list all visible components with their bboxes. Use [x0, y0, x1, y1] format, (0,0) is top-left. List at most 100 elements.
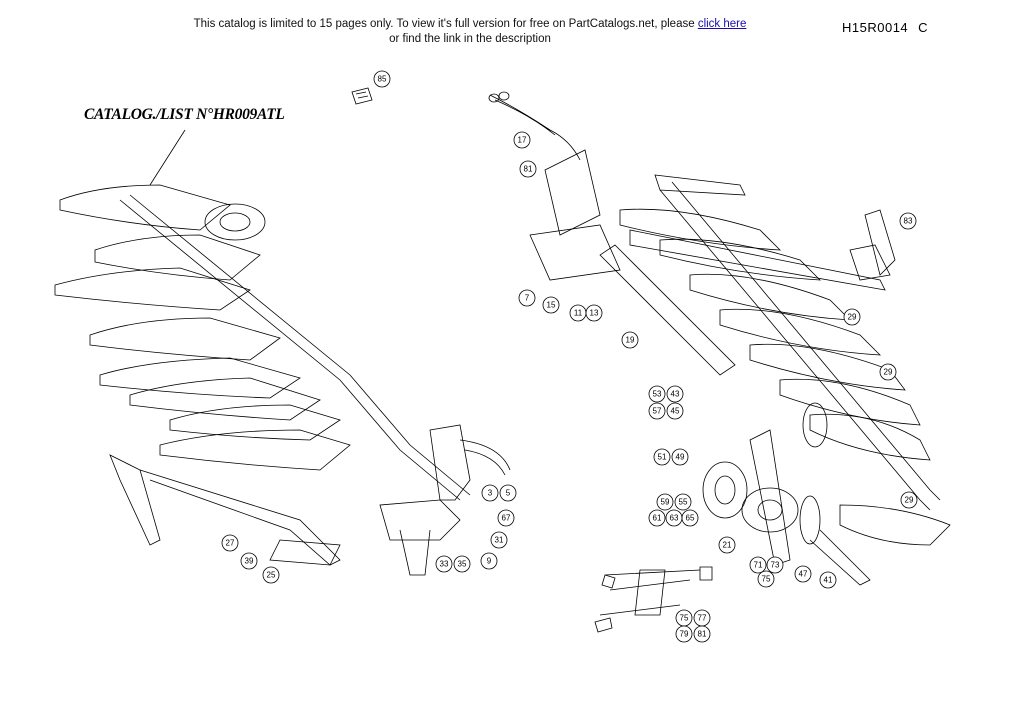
callout-29: 29 [879, 363, 897, 381]
callout-13: 13 [585, 304, 603, 322]
callout-17: 17 [513, 131, 531, 149]
callout-55: 55 [674, 493, 692, 511]
callout-label: 35 [458, 560, 467, 569]
callout-circle [693, 625, 711, 643]
callout-circle [666, 402, 684, 420]
callout-79: 79 [675, 625, 693, 643]
callout-circle [648, 509, 666, 527]
callout-circle [671, 448, 689, 466]
callout-circle [653, 448, 671, 466]
callout-53: 53 [648, 385, 666, 403]
callout-label: 83 [904, 217, 913, 226]
callout-label: 75 [680, 614, 689, 623]
left-plough-assembly [54, 184, 511, 576]
callout-label: 41 [824, 576, 833, 585]
callout-5: 5 [499, 484, 517, 502]
callout-label: 65 [686, 514, 695, 523]
callout-73: 73 [766, 556, 784, 574]
callout-75: 75 [675, 609, 693, 627]
callout-circle [621, 331, 639, 349]
callout-label: 5 [506, 489, 511, 498]
callout-label: 15 [547, 301, 556, 310]
callout-circle [373, 70, 391, 88]
callout-circle [585, 304, 603, 322]
callout-circle [900, 491, 918, 509]
notice-line-1: This catalog is limited to 15 pages only… [160, 17, 780, 32]
callout-circle [648, 385, 666, 403]
callout-83: 83 [899, 212, 917, 230]
catalog-limit-notice: This catalog is limited to 15 pages only… [160, 17, 780, 47]
callout-circle [879, 363, 897, 381]
callout-label: 3 [488, 489, 493, 498]
callout-circle [519, 160, 537, 178]
callout-label: 25 [267, 571, 276, 580]
callout-51: 51 [653, 448, 671, 466]
callout-21: 21 [718, 536, 736, 554]
callout-9: 9 [480, 552, 498, 570]
callout-circle [490, 531, 508, 549]
callout-61: 61 [648, 509, 666, 527]
callout-label: 63 [670, 514, 679, 523]
callout-circle [899, 212, 917, 230]
callout-label: 81 [524, 165, 533, 174]
callout-label: 19 [626, 336, 635, 345]
bracket-part-85 [351, 87, 373, 105]
callout-label: 11 [574, 309, 583, 318]
callout-circle [749, 556, 767, 574]
callout-29: 29 [843, 308, 861, 326]
callout-33: 33 [435, 555, 453, 573]
click-here-link[interactable]: click here [697, 18, 747, 30]
callout-29: 29 [900, 491, 918, 509]
callout-label: 9 [487, 557, 492, 566]
callout-63: 63 [665, 509, 683, 527]
callout-label: 17 [518, 136, 527, 145]
callout-circle [674, 493, 692, 511]
callout-label: 49 [676, 453, 685, 462]
callout-3: 3 [481, 484, 499, 502]
callout-label: 29 [848, 313, 857, 322]
callout-label: 29 [884, 368, 893, 377]
callout-circle [240, 552, 258, 570]
callout-47: 47 [794, 565, 812, 583]
callout-label: 85 [378, 75, 387, 84]
callout-41: 41 [819, 571, 837, 589]
callout-circle [542, 296, 560, 314]
callout-label: 31 [495, 536, 504, 545]
callout-label: 7 [525, 294, 530, 303]
callout-circle [481, 484, 499, 502]
callout-label: 57 [653, 407, 662, 416]
callout-65: 65 [681, 509, 699, 527]
callout-circle [518, 289, 536, 307]
callout-label: 73 [771, 561, 780, 570]
callout-circle [794, 565, 812, 583]
callout-circle [681, 509, 699, 527]
callout-circle [757, 570, 775, 588]
revision-letter: C [918, 20, 929, 35]
callout-circle [435, 555, 453, 573]
callout-77: 77 [693, 609, 711, 627]
callout-81: 81 [693, 625, 711, 643]
callout-7: 7 [518, 289, 536, 307]
callout-label: 55 [679, 498, 688, 507]
callout-label: 61 [653, 514, 662, 523]
callout-label: 79 [680, 630, 689, 639]
callout-25: 25 [262, 566, 280, 584]
callout-circle [513, 131, 531, 149]
callout-43: 43 [666, 385, 684, 403]
callout-circle [666, 385, 684, 403]
callout-label: 39 [245, 557, 254, 566]
callout-label: 51 [658, 453, 667, 462]
callout-label: 67 [502, 514, 511, 523]
callout-circle [656, 493, 674, 511]
callout-39: 39 [240, 552, 258, 570]
callout-27: 27 [221, 534, 239, 552]
callout-label: 75 [762, 575, 771, 584]
callout-label: 81 [698, 630, 707, 639]
callout-label: 59 [661, 498, 670, 507]
callout-circle [497, 509, 515, 527]
callout-19: 19 [621, 331, 639, 349]
callout-85: 85 [373, 70, 391, 88]
right-plough-assembly [488, 91, 951, 633]
callout-circle [480, 552, 498, 570]
